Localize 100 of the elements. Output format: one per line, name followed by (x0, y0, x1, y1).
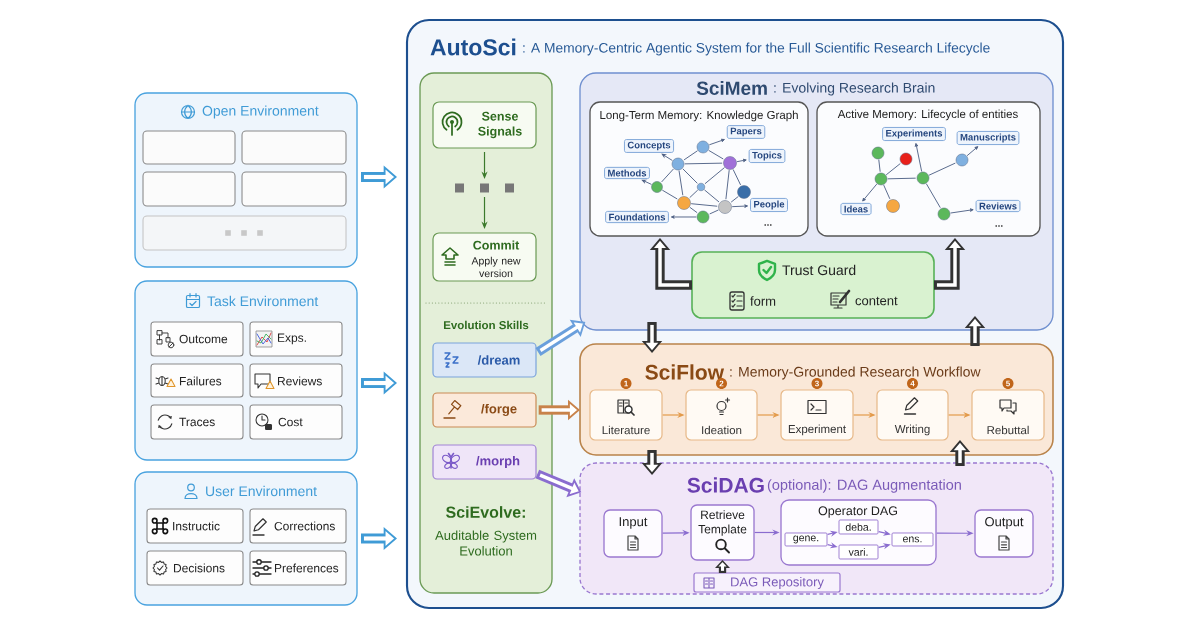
empty-box (241, 171, 347, 207)
connector-line (878, 159, 881, 173)
number-badge: 1 (620, 378, 632, 389)
panel-heading: User Environment (206, 485, 317, 497)
panel-heading: Operator DAG (818, 506, 897, 518)
panel-heading: Task Environment (207, 295, 319, 307)
process-box: Output (974, 509, 1034, 558)
graph-node (671, 157, 685, 171)
hollow-arrow (715, 560, 730, 573)
title: SciFlow (645, 364, 725, 380)
connector-line (928, 162, 956, 176)
icon-label: content (855, 296, 898, 306)
tag: Topics (748, 148, 786, 163)
panel-title: SciEvolve: (446, 506, 525, 518)
connector-line (708, 149, 724, 160)
tag: Papers (726, 125, 766, 139)
title: SciMem (696, 81, 767, 95)
tag: Reviews (975, 199, 1021, 213)
ellipsis: ... (995, 225, 1003, 227)
process-box: ens. (891, 532, 934, 547)
arrow (736, 158, 747, 163)
connector-line (725, 169, 730, 200)
arrow (950, 208, 974, 214)
connector-line (885, 163, 901, 176)
repository-box: DAG Repository (693, 572, 841, 593)
tag: /dream (432, 342, 537, 378)
connector-line (661, 189, 678, 200)
item-box: Decisions (146, 550, 244, 586)
connector-line (690, 203, 718, 207)
tag: Experiments (882, 126, 946, 141)
graph-node (737, 185, 751, 199)
graph-node (874, 172, 888, 186)
empty-box (241, 130, 347, 165)
title: AutoSci (430, 38, 516, 56)
item-box: Reviews (249, 363, 343, 398)
process-box: vari. (838, 544, 879, 560)
tag: Methods (604, 166, 650, 180)
process-box: Input (603, 509, 663, 558)
arrow (862, 183, 878, 202)
tag: Foundations (605, 210, 669, 224)
tag: Manuscripts (956, 130, 1020, 145)
panel-heading: Active Memory: Lifecycle of entities (837, 109, 1018, 121)
item-box: Outcome (150, 321, 244, 357)
number-badge: 3 (811, 378, 823, 389)
connector-line (689, 206, 698, 214)
empty-box (142, 171, 236, 207)
arrow (708, 138, 725, 146)
tag: People (750, 197, 788, 212)
section-heading: Evolution Skills (444, 320, 529, 330)
process-box: gene. (784, 532, 828, 547)
item-box: Failures (150, 363, 244, 398)
panel-heading: Trust Guard (782, 264, 856, 276)
arrow (641, 179, 652, 185)
arrow (914, 142, 923, 172)
ellipsis-dots (455, 183, 514, 193)
connector-line (684, 162, 723, 165)
connector-line (678, 170, 684, 196)
connector-line (887, 177, 917, 180)
icon-label: form (750, 296, 776, 306)
step-box: Experiment (780, 389, 854, 441)
card: Commit Apply new version (432, 232, 537, 282)
graph-node (677, 196, 691, 210)
connector-line (730, 195, 739, 203)
graph-node (886, 199, 900, 213)
panel-heading: Long-Term Memory: Knowledge Graph (600, 110, 798, 122)
arrow (731, 204, 749, 208)
number-badge: 5 (1002, 378, 1014, 389)
graph-node (916, 171, 930, 185)
graph-node (696, 210, 710, 224)
subtitle: : Memory-Grounded Research Workflow (730, 366, 981, 380)
connector-line (883, 184, 891, 200)
connector-line (682, 168, 698, 184)
hollow-arrow (535, 319, 586, 356)
card: Sense Signals (432, 101, 537, 149)
connector-line (689, 189, 699, 199)
step-box: Rebuttal (971, 389, 1045, 441)
graph-node (899, 152, 913, 166)
connector-line (703, 189, 720, 203)
item-box: Preferences (249, 550, 347, 586)
step-box: Ideation (685, 389, 758, 441)
tag: /morph (432, 444, 537, 480)
connector-line (732, 169, 742, 186)
process-box: Retrieve Template (690, 504, 755, 561)
graph-node (937, 207, 951, 221)
arrow (661, 153, 673, 161)
graph-node (696, 140, 710, 154)
item-box: Corrections (249, 508, 347, 544)
subtitle: : Evolving Research Brain (774, 82, 935, 96)
number-badge: 4 (907, 378, 918, 389)
title: SciDAG (687, 477, 764, 493)
connector-line (925, 183, 941, 209)
step-box: Literature (589, 389, 663, 441)
process-box: deba. (838, 519, 879, 535)
graph-node (696, 182, 706, 192)
subtitle: (optional): DAG Augmentation (767, 479, 961, 493)
item-box: Cost (249, 404, 343, 440)
graph-node (871, 146, 885, 160)
tag: /forge (432, 392, 537, 428)
empty-box (142, 130, 236, 165)
connector-line (709, 209, 719, 215)
